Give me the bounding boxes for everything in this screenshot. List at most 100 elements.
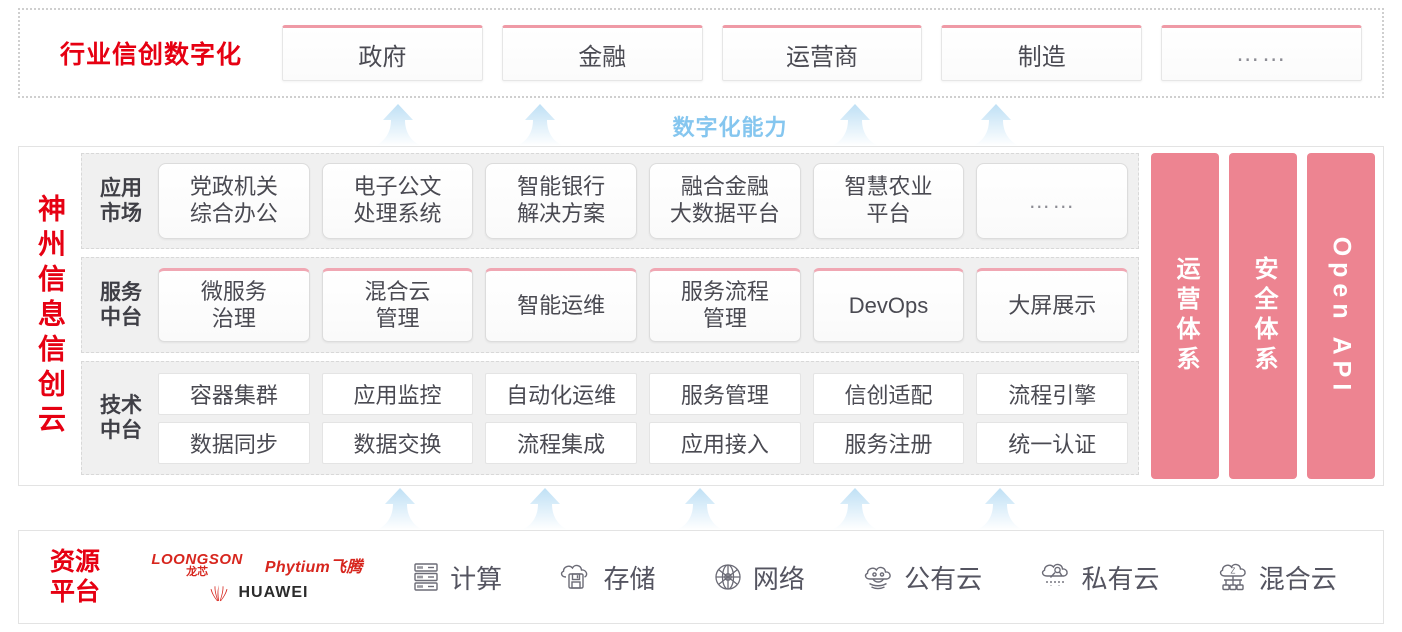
industry-box-label: 金融 — [578, 43, 627, 71]
layer-label-line1: 应用 — [100, 176, 142, 200]
resource-item-label: 公有云 — [904, 563, 983, 594]
resource-item-storage[interactable]: 存储 — [558, 559, 656, 596]
tech-card-app-access[interactable]: 应用接入 — [649, 421, 801, 464]
industry-box-operator[interactable]: 运营商 — [721, 25, 923, 81]
tech-card-process-engine[interactable]: 流程引擎 — [976, 372, 1129, 415]
tech-card-unified-auth[interactable]: 统一认证 — [976, 421, 1129, 464]
layer-label-line2: 市场 — [100, 202, 142, 225]
layer-application-market: 应用 市场 党政机关综合办公 电子公文处理系统 智能银行解决方案 融合金融大数据… — [81, 153, 1139, 249]
resource-item-private-cloud[interactable]: 私有云 — [1038, 559, 1159, 596]
industry-box-more[interactable]: …… — [1161, 25, 1362, 81]
card-line2: 管理 — [702, 306, 747, 331]
up-arrow-icon — [973, 104, 1019, 146]
app-card-finance-bigdata-platform[interactable]: 融合金融大数据平台 — [649, 163, 801, 239]
app-card-more[interactable]: …… — [976, 163, 1129, 239]
server-rack-icon — [411, 561, 441, 593]
huawei-logo-text: HUAWEI — [238, 584, 309, 601]
svc-card-service-process-management[interactable]: 服务流程管理 — [649, 268, 801, 342]
app-card-party-gov-office[interactable]: 党政机关综合办公 — [158, 163, 310, 239]
resource-platform-panel: 资源 平台 LOONGSON 龙芯 Phytium飞腾 — [18, 530, 1384, 624]
card-line1: …… — [1028, 187, 1077, 213]
svc-card-microservice-governance[interactable]: 微服务治理 — [158, 268, 310, 342]
up-arrow-icon — [977, 488, 1023, 530]
tech-card-automated-ops[interactable]: 自动化运维 — [485, 372, 638, 415]
layer-technical-platform: 技术 中台 容器集群 应用监控 自动化运维 服务管理 信创适配 流程引擎 数据同… — [81, 361, 1139, 475]
up-arrow-icon — [677, 488, 723, 530]
vendor-logo-group: LOONGSON 龙芯 Phytium飞腾 — [131, 552, 383, 602]
digital-capability-label: 数字化能力 — [672, 115, 788, 140]
resource-item-list: 计算 存储 — [383, 559, 1383, 596]
cloud-storage-icon — [558, 561, 594, 593]
app-card-smart-agriculture-platform[interactable]: 智慧农业平台 — [812, 163, 965, 239]
up-arrow-icon — [375, 104, 421, 146]
resource-item-hybrid-cloud[interactable]: Z 混合云 — [1216, 559, 1337, 596]
cloud-side-panels: 运营体系 安全体系 Open API — [1139, 153, 1375, 479]
resource-platform-title: 资源 平台 — [19, 547, 131, 608]
card-line2: 平台 — [866, 201, 911, 226]
up-arrow-icon — [517, 104, 563, 146]
tech-card-process-integration[interactable]: 流程集成 — [485, 421, 638, 464]
svc-card-dashboard-display[interactable]: 大屏展示 — [976, 268, 1129, 342]
card-line1: 微服务 — [200, 279, 267, 305]
technical-platform-row-2: 数据同步 数据交换 流程集成 应用接入 服务注册 统一认证 — [158, 421, 1129, 464]
industry-digitalization-strip: 行业信创数字化 政府 金融 运营商 制造 …… — [18, 8, 1384, 98]
loongson-logo-en: LOONGSON — [151, 551, 243, 568]
card-line1: 服务流程 — [680, 279, 769, 305]
up-arrow-icon — [522, 488, 568, 530]
card-line1: 智能银行 — [517, 174, 606, 200]
side-panel-operations-system[interactable]: 运营体系 — [1151, 153, 1219, 479]
industry-box-government[interactable]: 政府 — [282, 25, 483, 81]
cloud-layer-stack: 应用 市场 党政机关综合办公 电子公文处理系统 智能银行解决方案 融合金融大数据… — [81, 153, 1139, 479]
side-panel-open-api[interactable]: Open API — [1307, 153, 1375, 479]
resource-item-label: 私有云 — [1081, 563, 1160, 594]
card-line1: 智慧农业 — [844, 174, 933, 200]
huawei-flower-icon — [206, 584, 232, 602]
card-line1: 混合云 — [364, 279, 431, 305]
card-line1: DevOps — [848, 292, 929, 318]
app-card-e-document-system[interactable]: 电子公文处理系统 — [321, 163, 474, 239]
resource-item-label: 网络 — [752, 563, 805, 594]
resource-item-public-cloud[interactable]: 公有云 — [861, 559, 982, 596]
up-arrow-icon — [377, 488, 423, 530]
card-line2: 综合办公 — [189, 201, 278, 226]
application-market-cards: 党政机关综合办公 电子公文处理系统 智能银行解决方案 融合金融大数据平台 智慧农… — [158, 163, 1129, 239]
app-card-smart-bank-solution[interactable]: 智能银行解决方案 — [485, 163, 638, 239]
side-panel-label: 运营体系 — [1172, 256, 1199, 376]
cloud-panel-body: 应用 市场 党政机关综合办公 电子公文处理系统 智能银行解决方案 融合金融大数据… — [81, 147, 1383, 485]
tech-card-app-monitoring[interactable]: 应用监控 — [321, 372, 474, 415]
vendor-logo-line-1: LOONGSON 龙芯 Phytium飞腾 — [151, 552, 362, 578]
industry-box-label: 制造 — [1017, 43, 1066, 71]
cloud-platform-panel: 神州信息信创云 应用 市场 党政机关综合办公 电子公文处理系统 智能银 — [18, 146, 1384, 486]
tech-card-xinchuang-adaptation[interactable]: 信创适配 — [812, 372, 965, 415]
huawei-logo: HUAWEI — [206, 584, 309, 602]
industry-box-finance[interactable]: 金融 — [501, 25, 703, 81]
svg-text:Z: Z — [1230, 567, 1235, 576]
private-cloud-icon — [1038, 561, 1072, 593]
resource-item-label: 计算 — [450, 563, 503, 594]
tech-card-container-cluster[interactable]: 容器集群 — [158, 372, 310, 415]
card-line1: 融合金融 — [680, 174, 769, 200]
layer-label-line2: 中台 — [100, 306, 142, 329]
hybrid-cloud-icon: Z — [1216, 561, 1250, 593]
resource-title-line2: 平台 — [49, 578, 100, 606]
svc-card-hybrid-cloud-management[interactable]: 混合云管理 — [321, 268, 474, 342]
card-line2: 大数据平台 — [669, 201, 780, 226]
svc-card-intelligent-ops[interactable]: 智能运维 — [485, 268, 638, 342]
card-line1: 党政机关 — [189, 174, 278, 200]
layer-label-line2: 中台 — [100, 419, 142, 442]
side-panel-security-system[interactable]: 安全体系 — [1229, 153, 1297, 479]
card-line2: 管理 — [375, 306, 420, 331]
tech-card-data-exchange[interactable]: 数据交换 — [321, 421, 474, 464]
tech-card-service-registry[interactable]: 服务注册 — [812, 421, 965, 464]
resource-item-network[interactable]: 网络 — [712, 559, 805, 596]
tech-card-service-management[interactable]: 服务管理 — [649, 372, 801, 415]
industry-box-manufacturing[interactable]: 制造 — [941, 25, 1143, 81]
layer-label-application-market: 应用 市场 — [92, 176, 150, 226]
resource-item-compute[interactable]: 计算 — [411, 559, 502, 596]
upper-arrow-row: 数字化能力 — [0, 104, 1402, 146]
tech-card-data-sync[interactable]: 数据同步 — [158, 421, 310, 464]
network-globe-icon — [712, 561, 744, 593]
svc-card-devops[interactable]: DevOps — [812, 268, 965, 342]
industry-box-label: 运营商 — [785, 43, 858, 71]
side-panel-label: Open API — [1327, 236, 1356, 396]
